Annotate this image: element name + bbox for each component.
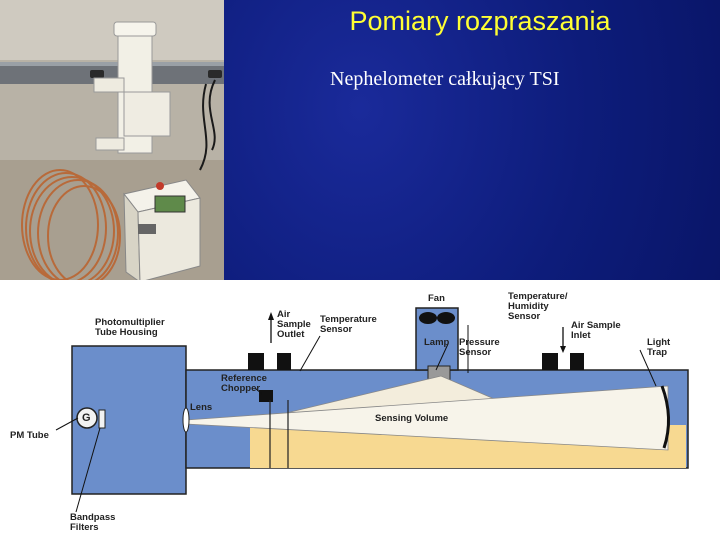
reference-chopper-label: Reference Chopper <box>221 373 267 394</box>
fan-label: Fan <box>428 293 445 304</box>
pm-tube-letter: G <box>82 412 91 424</box>
lens-label: Lens <box>190 402 213 413</box>
sensing-volume-label: Sensing Volume <box>375 413 449 424</box>
air-sample-inlet-label: Air Sample Inlet <box>571 320 621 341</box>
slide-subtitle: Nephelometer całkujący TSI <box>330 68 560 90</box>
nephelometer-photo <box>0 0 224 298</box>
lamp-label: Lamp <box>424 337 450 348</box>
pm-tube-label: PM Tube <box>10 430 49 441</box>
photomultiplier-housing-label: Photomultiplier Tube Housing <box>95 317 165 338</box>
bandpass-filters-label: Bandpass Filters <box>70 512 116 533</box>
pressure-sensor-label: Pressure Sensor <box>459 337 500 358</box>
nephelometer-diagram: Photomultiplier Tube Housing Air Sample … <box>0 280 720 540</box>
temp-humidity-sensor-label: Temperature/ Humidity Sensor <box>508 291 568 322</box>
slide-title: Pomiary rozpraszania <box>349 6 611 36</box>
temperature-sensor-label: Temperature Sensor <box>320 314 377 335</box>
air-sample-outlet-label: Air Sample Outlet <box>277 309 311 340</box>
light-trap-label: Light Trap <box>647 337 671 358</box>
